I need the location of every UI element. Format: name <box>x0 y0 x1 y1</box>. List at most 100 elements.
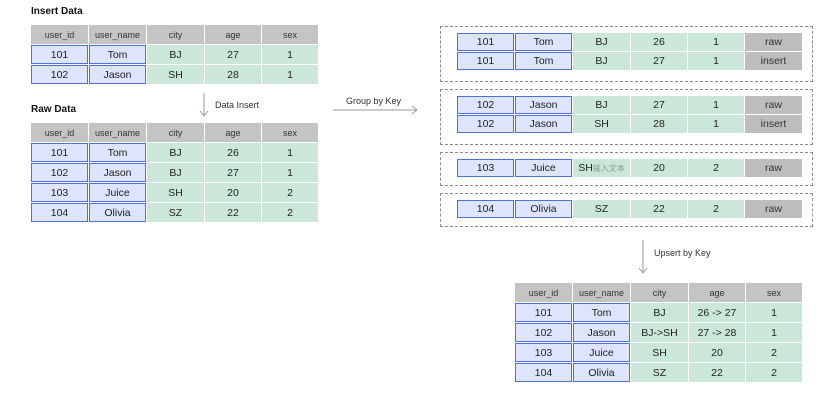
cell-age: 27 <box>204 162 262 183</box>
header-sex: sex <box>261 24 319 45</box>
table-row: 102 Jason BJ 27 1 <box>30 162 319 183</box>
header-user-id: user_id <box>30 122 89 143</box>
header-sex: sex <box>261 122 319 143</box>
header-user-name: user_name <box>88 24 147 45</box>
cell-city: SH <box>146 64 205 85</box>
cell-user-id: 102 <box>30 64 89 85</box>
cell-user-name: Juice <box>514 158 573 178</box>
group-table-104: 104 Olivia SZ 22 2 raw <box>456 199 803 219</box>
stray-text-overlay: 输入文本 <box>592 164 625 173</box>
header-user-name: user_name <box>572 282 631 303</box>
header-user-name: user_name <box>88 122 147 143</box>
cell-user-id: 101 <box>30 44 89 65</box>
cell-user-id: 103 <box>30 182 89 203</box>
group-box-103 <box>440 152 813 186</box>
group-table-102: 102 Jason BJ 27 1 raw 102 Jason SH 28 1 … <box>456 95 803 134</box>
group-box-101 <box>440 26 813 82</box>
header-age: age <box>204 24 262 45</box>
cell-city: SH <box>630 342 689 363</box>
group-by-key-label: Group by Key <box>346 96 402 106</box>
cell-age: 20 <box>630 158 688 178</box>
cell-age: 20 <box>688 342 746 363</box>
cell-age: 27 <box>630 95 688 115</box>
cell-sex: 2 <box>261 182 319 203</box>
cell-user-id: 104 <box>30 202 89 223</box>
table-row: 101 Tom BJ 26 1 raw <box>456 32 803 52</box>
table-row: 103 Juice SH输入文本 20 2 raw <box>456 158 803 178</box>
table-row: 101 Tom BJ 27 1 insert <box>456 51 803 71</box>
table-row: 102 Jason BJ->SH 27 -> 28 1 <box>514 322 803 343</box>
cell-user-id: 104 <box>456 199 515 219</box>
cell-sex: 1 <box>261 64 319 85</box>
cell-age: 20 <box>204 182 262 203</box>
source-tag: raw <box>744 95 803 115</box>
cell-user-name: Olivia <box>88 202 147 223</box>
table-row: 101 Tom BJ 27 1 <box>30 44 319 65</box>
cell-user-name: Juice <box>88 182 147 203</box>
cell-user-name: Olivia <box>572 362 631 383</box>
cell-city: SH <box>572 114 631 134</box>
cell-city: BJ->SH <box>630 322 689 343</box>
cell-user-name: Jason <box>514 95 573 115</box>
cell-city-value: SH <box>578 162 593 174</box>
source-tag: raw <box>744 199 803 219</box>
cell-age: 22 <box>688 362 746 383</box>
data-insert-label: Data Insert <box>215 100 260 110</box>
cell-user-id: 101 <box>30 142 89 163</box>
table-row: 102 Jason BJ 27 1 raw <box>456 95 803 115</box>
cell-user-name: Juice <box>572 342 631 363</box>
cell-sex: 2 <box>687 158 745 178</box>
source-tag: insert <box>744 114 803 134</box>
cell-user-name: Jason <box>514 114 573 134</box>
cell-user-id: 101 <box>456 32 515 52</box>
header-city: city <box>146 122 205 143</box>
table-row: 101 Tom BJ 26 1 <box>30 142 319 163</box>
cell-city: BJ <box>572 95 631 115</box>
cell-city: BJ <box>572 32 631 52</box>
table-row: 102 Jason SH 28 1 insert <box>456 114 803 134</box>
cell-city: SH输入文本 <box>572 158 631 178</box>
table-row: 103 Juice SH 20 2 <box>30 182 319 203</box>
down-arrow-icon <box>638 240 648 274</box>
cell-age: 28 <box>204 64 262 85</box>
table-header-row: user_id user_name city age sex <box>30 24 319 45</box>
group-box-104 <box>440 193 813 227</box>
cell-user-id: 101 <box>456 51 515 71</box>
insert-data-table: user_id user_name city age sex 101 Tom B… <box>30 24 319 85</box>
cell-city: BJ <box>146 44 205 65</box>
cell-user-id: 102 <box>456 114 515 134</box>
cell-sex: 2 <box>687 199 745 219</box>
cell-sex: 1 <box>745 322 803 343</box>
table-header-row: user_id user_name city age sex <box>514 282 803 303</box>
cell-user-name: Tom <box>514 32 573 52</box>
cell-user-name: Jason <box>88 64 147 85</box>
cell-sex: 1 <box>687 95 745 115</box>
cell-age: 22 <box>630 199 688 219</box>
cell-sex: 1 <box>261 142 319 163</box>
cell-sex: 1 <box>261 44 319 65</box>
header-city: city <box>630 282 689 303</box>
insert-data-title: Insert Data <box>31 6 83 17</box>
group-box-102 <box>440 89 813 145</box>
header-age: age <box>204 122 262 143</box>
header-user-id: user_id <box>514 282 573 303</box>
cell-age: 28 <box>630 114 688 134</box>
cell-user-id: 102 <box>514 322 573 343</box>
header-age: age <box>688 282 746 303</box>
cell-city: SH <box>146 182 205 203</box>
table-row: 102 Jason SH 28 1 <box>30 64 319 85</box>
cell-user-id: 104 <box>514 362 573 383</box>
result-table: user_id user_name city age sex 101 Tom B… <box>514 282 803 383</box>
cell-city: BJ <box>630 302 689 323</box>
cell-sex: 1 <box>687 114 745 134</box>
cell-user-id: 101 <box>514 302 573 323</box>
cell-age: 27 -> 28 <box>688 322 746 343</box>
group-table-101: 101 Tom BJ 26 1 raw 101 Tom BJ 27 1 inse… <box>456 32 803 71</box>
source-tag: raw <box>744 32 803 52</box>
down-arrow-icon <box>199 93 209 117</box>
cell-city: BJ <box>146 142 205 163</box>
cell-sex: 1 <box>687 51 745 71</box>
cell-user-id: 103 <box>514 342 573 363</box>
cell-age: 26 <box>630 32 688 52</box>
cell-city: SZ <box>146 202 205 223</box>
